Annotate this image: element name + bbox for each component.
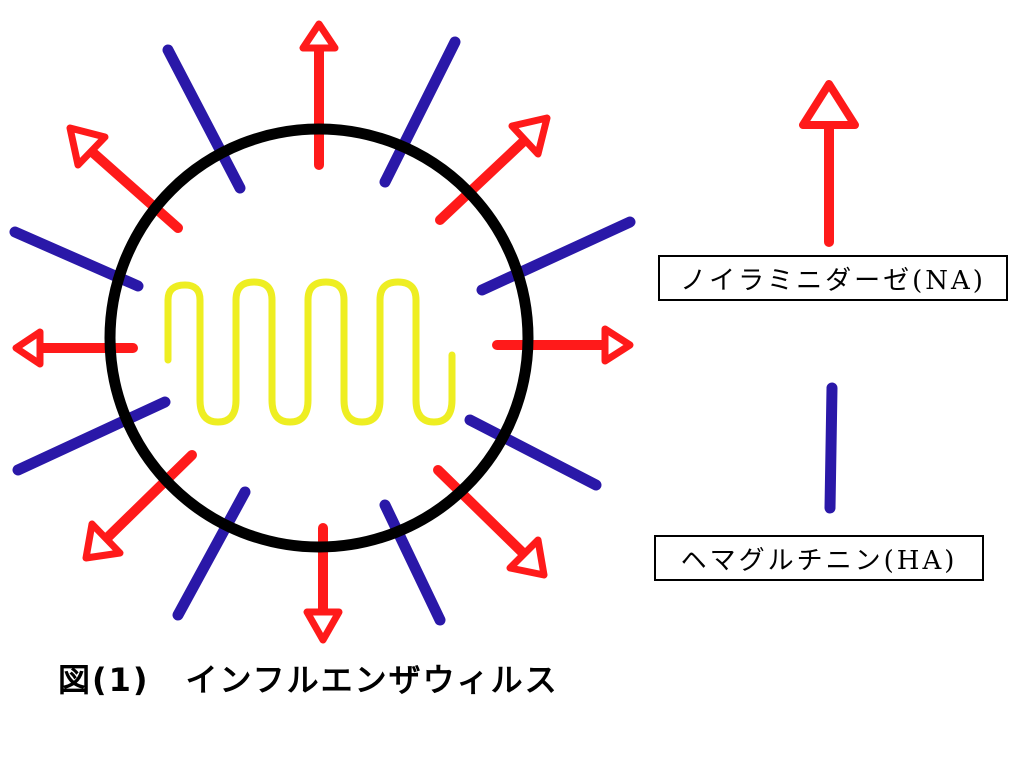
na-legend-sample <box>799 80 859 247</box>
ha-spike <box>172 486 251 621</box>
na-arrow <box>492 325 634 365</box>
ha-spike <box>12 396 171 476</box>
figure-caption: 図(1) インフルエンザウィルス <box>58 655 559 701</box>
ha-spike <box>379 499 446 626</box>
na-arrow <box>66 124 183 233</box>
na-arrow <box>433 465 548 579</box>
neuraminidase-arrows <box>12 20 859 644</box>
ha-spike <box>464 414 602 491</box>
ha-spike <box>379 36 461 188</box>
figure-title: インフルエンザウィルス <box>185 661 559 699</box>
neuraminidase-label-text: ノイラミニダーゼ(NA) <box>680 265 986 296</box>
hemagglutinin-spikes <box>9 36 838 626</box>
ha-spike <box>162 44 246 194</box>
figure-number: 図(1) <box>58 661 150 699</box>
viral-envelope <box>104 123 534 553</box>
na-arrow <box>435 114 551 225</box>
rna-coil <box>164 278 456 426</box>
na-arrow <box>299 20 339 170</box>
ha-legend-sample <box>824 382 838 514</box>
hemagglutinin-label-text: ヘマグルチニン(HA) <box>680 545 958 576</box>
ha-spike <box>476 216 636 296</box>
neuraminidase-label: ノイラミニダーゼ(NA) <box>658 255 1008 301</box>
hemagglutinin-label: ヘマグルチニン(HA) <box>654 535 984 581</box>
na-arrow <box>12 328 138 368</box>
na-arrow <box>82 450 197 562</box>
